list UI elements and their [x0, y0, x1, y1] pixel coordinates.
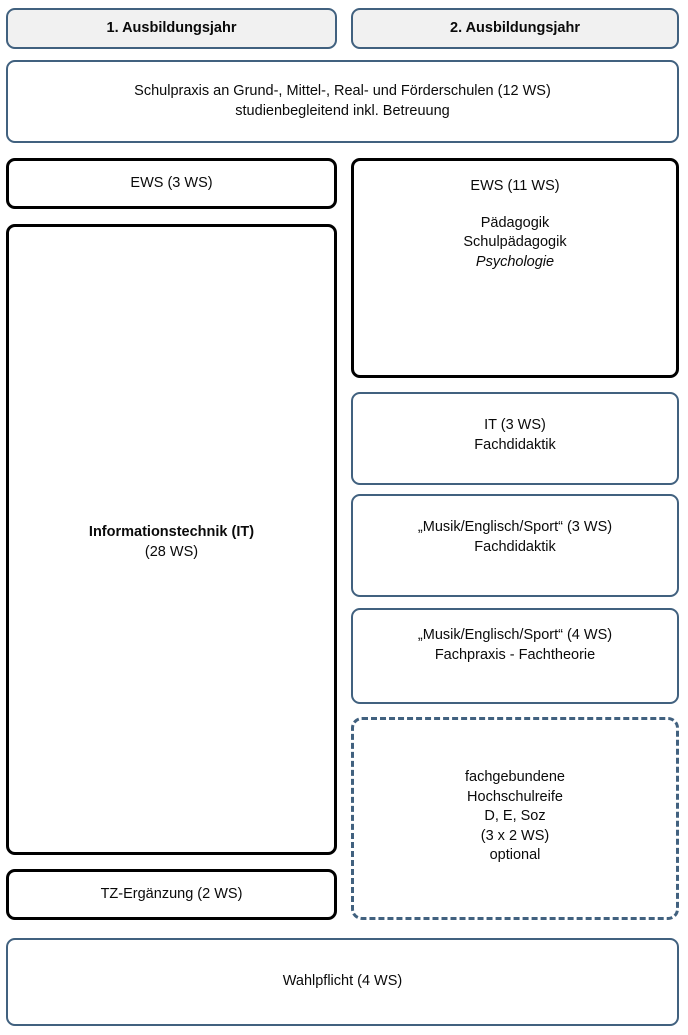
- column-header-year-1: 1. Ausbildungsjahr: [6, 8, 337, 49]
- column-header-year-2-label: 2. Ausbildungsjahr: [450, 19, 580, 36]
- wahlpflicht-label: Wahlpflicht (4 WS): [282, 973, 403, 990]
- fachgebundene-hochschulreife-line-5: optional: [489, 847, 541, 864]
- box-musik-englisch-sport-3ws: „Musik/Englisch/Sport“ (3 WS) Fachdidakt…: [351, 494, 679, 597]
- musik-englisch-sport-4ws-line-1: „Musik/Englisch/Sport“ (4 WS): [417, 627, 613, 643]
- fachgebundene-hochschulreife-line-1: fachgebundene: [465, 769, 565, 785]
- box-informationstechnik: Informationstechnik (IT) (28 WS): [6, 224, 337, 855]
- ews-year-1-label: EWS (3 WS): [130, 174, 213, 191]
- box-wahlpflicht: Wahlpflicht (4 WS): [6, 938, 679, 1026]
- box-tz-ergaenzung: TZ-Ergänzung (2 WS): [6, 869, 337, 920]
- schulpraxis-line-2: studienbegleitend inkl. Betreuung: [235, 102, 450, 119]
- ews-year-2-line-3: Schulpädagogik: [463, 234, 567, 251]
- ews-year-2-line-2: Pädagogik: [480, 214, 550, 231]
- column-header-year-2: 2. Ausbildungsjahr: [351, 8, 679, 49]
- informationstechnik-line-1: Informationstechnik (IT): [88, 524, 255, 540]
- tz-ergaenzung-label: TZ-Ergänzung (2 WS): [100, 885, 243, 902]
- fachgebundene-hochschulreife-line-3: D, E, Soz: [484, 808, 546, 825]
- musik-englisch-sport-3ws-line-1: „Musik/Englisch/Sport“ (3 WS): [417, 519, 613, 535]
- box-ews-year-1: EWS (3 WS): [6, 158, 337, 209]
- box-it-fachdidaktik: IT (3 WS) Fachdidaktik: [351, 392, 679, 485]
- fachgebundene-hochschulreife-line-2: Hochschulreife: [467, 788, 563, 805]
- informationstechnik-line-2: (28 WS): [144, 543, 199, 560]
- box-musik-englisch-sport-4ws: „Musik/Englisch/Sport“ (4 WS) Fachpraxis…: [351, 608, 679, 704]
- ews-year-2-line-4: Psychologie: [475, 253, 555, 270]
- box-fachgebundene-hochschulreife: fachgebundene Hochschulreife D, E, Soz (…: [351, 717, 679, 920]
- box-ews-year-2: EWS (11 WS) Pädagogik Schulpädagogik Psy…: [351, 158, 679, 378]
- box-schulpraxis: Schulpraxis an Grund-, Mittel-, Real- un…: [6, 60, 679, 143]
- schulpraxis-line-1: Schulpraxis an Grund-, Mittel-, Real- un…: [134, 82, 551, 99]
- musik-englisch-sport-4ws-line-2: Fachpraxis - Fachtheorie: [434, 646, 596, 663]
- fachgebundene-hochschulreife-line-4: (3 x 2 WS): [480, 827, 550, 844]
- ews-year-2-line-1: EWS (11 WS): [470, 178, 560, 194]
- musik-englisch-sport-3ws-line-2: Fachdidaktik: [474, 538, 556, 555]
- it-fachdidaktik-line-2: Fachdidaktik: [474, 436, 556, 453]
- column-header-year-1-label: 1. Ausbildungsjahr: [106, 19, 237, 36]
- it-fachdidaktik-line-1: IT (3 WS): [484, 417, 546, 433]
